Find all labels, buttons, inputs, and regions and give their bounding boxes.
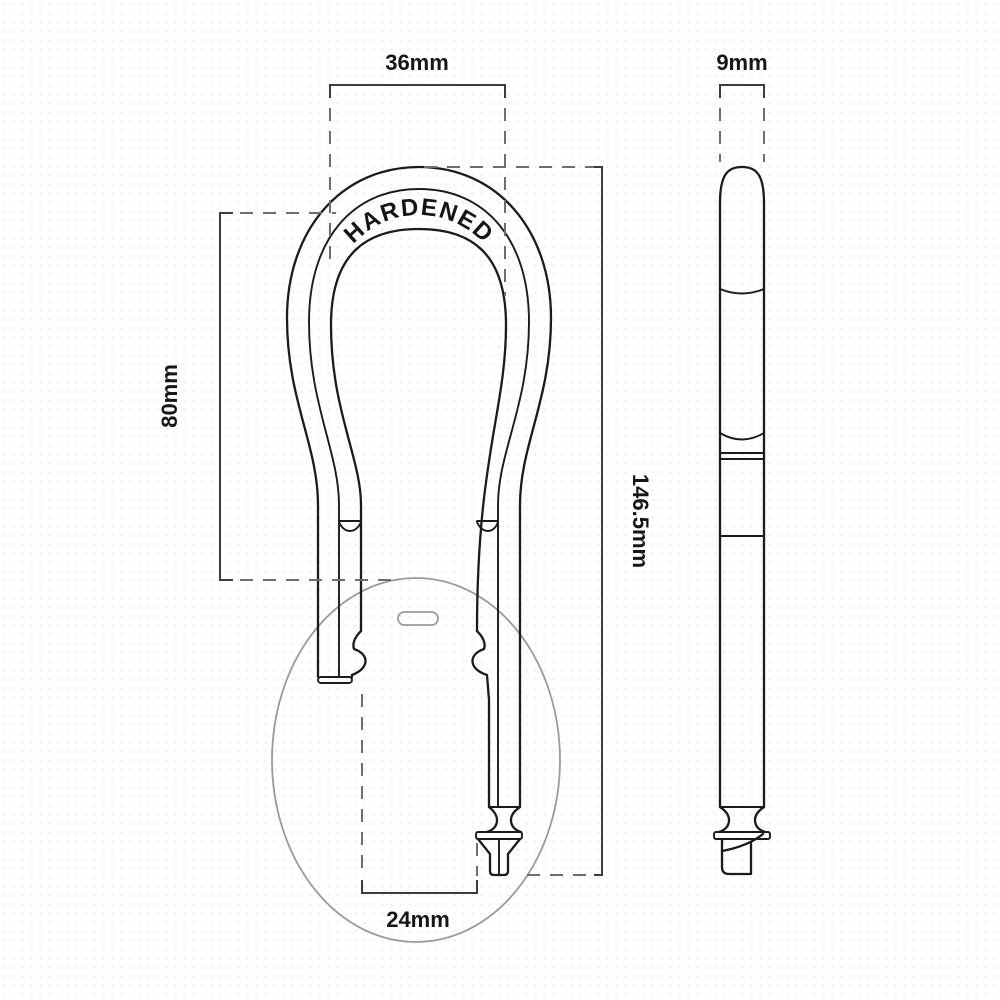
dim-total-height: 146.5mm bbox=[424, 166, 653, 876]
dim-leg-height-bracket bbox=[219, 212, 233, 581]
front-foot-neck-right bbox=[509, 805, 523, 834]
front-outer-contour bbox=[285, 165, 553, 809]
side-foot-block bbox=[720, 837, 753, 876]
side-foot-collar bbox=[713, 831, 771, 840]
dim-top-width: 36mm bbox=[329, 50, 506, 296]
dim-bottom-width: 24mm bbox=[361, 694, 478, 932]
left-leg-notch bbox=[350, 629, 367, 679]
dim-diameter: 9mm bbox=[716, 50, 768, 162]
dim-leg-height-label: 80mm bbox=[157, 364, 182, 428]
dim-bottom-width-bracket bbox=[361, 880, 478, 894]
lock-body-ghost-outline bbox=[271, 577, 561, 943]
front-middle-contour bbox=[308, 188, 530, 808]
dim-leg-height: 80mm bbox=[157, 212, 398, 581]
side-seam-1 bbox=[719, 288, 765, 295]
dim-diameter-label: 9mm bbox=[716, 50, 767, 75]
side-foot-chamfer bbox=[720, 832, 765, 853]
shackle-front-view bbox=[285, 165, 553, 877]
shackle-side-view bbox=[713, 165, 771, 876]
dim-top-width-label: 36mm bbox=[385, 50, 449, 75]
dim-bottom-width-label: 24mm bbox=[386, 907, 450, 932]
dim-top-width-bracket bbox=[329, 84, 506, 98]
left-leg-cap bbox=[338, 520, 362, 532]
front-foot-collar bbox=[475, 831, 523, 840]
right-leg-notch bbox=[471, 629, 491, 809]
keyway-slot bbox=[397, 611, 439, 626]
side-seam-2 bbox=[719, 432, 765, 441]
front-inner-contour bbox=[329, 227, 508, 633]
engraving-textpath: HARDENED bbox=[339, 194, 498, 249]
front-foot-neck-left bbox=[485, 805, 499, 834]
right-leg-cap bbox=[476, 520, 499, 532]
engraving-text: HARDENED bbox=[339, 194, 499, 249]
side-foot-neck-right bbox=[753, 805, 767, 834]
side-band bbox=[719, 452, 765, 460]
side-foot-neck-left bbox=[717, 805, 731, 834]
dim-total-height-line bbox=[594, 166, 603, 876]
dim-total-height-label: 146.5mm bbox=[628, 474, 653, 568]
side-outline bbox=[718, 165, 766, 809]
left-leg-end-face bbox=[317, 676, 353, 684]
dim-diameter-bracket bbox=[719, 84, 765, 98]
